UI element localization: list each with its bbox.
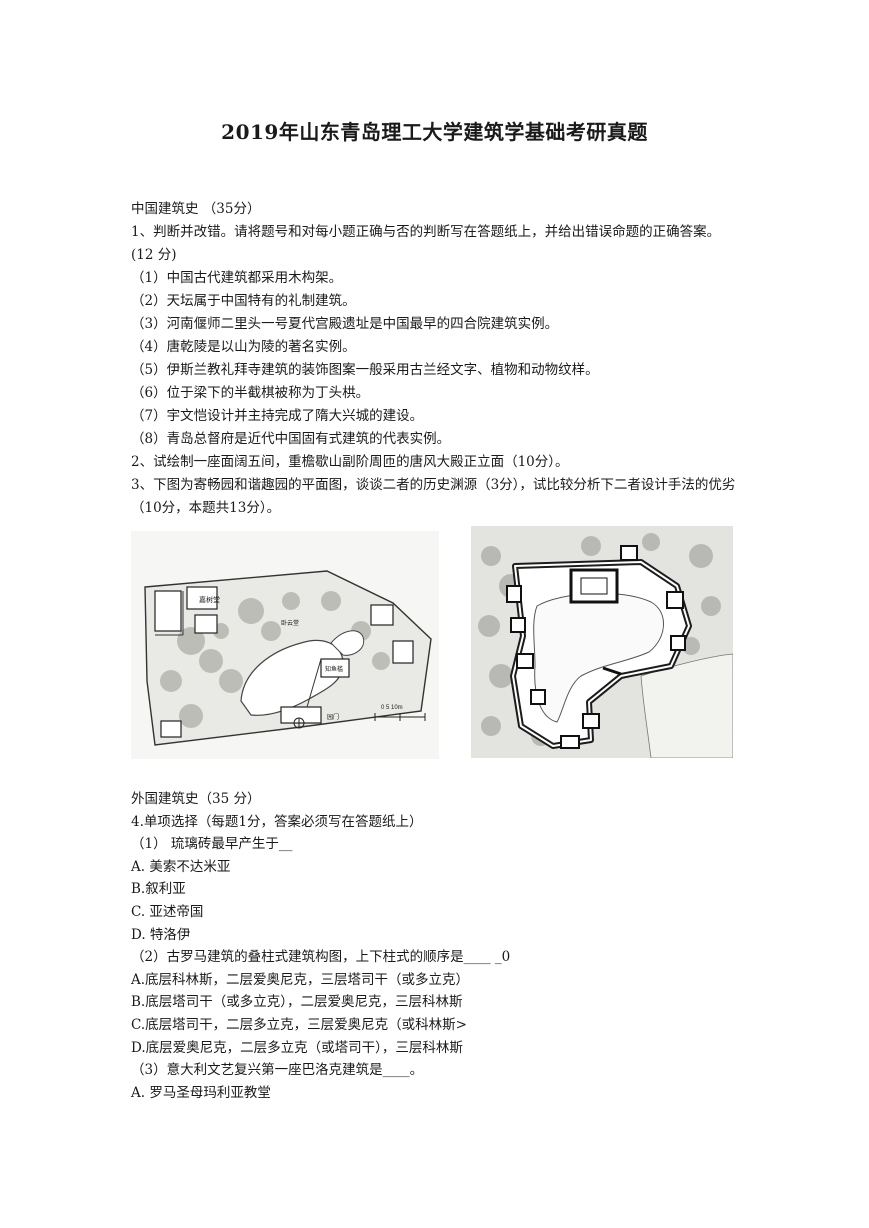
list-item: （3）河南偃师二里头一号夏代宫殿遗址是中国最早的四合院建筑实例。	[131, 316, 559, 332]
list-item: （2）天坛属于中国特有的礼制建筑。	[131, 293, 356, 309]
list-item: B.叙利亚	[131, 881, 186, 898]
section-heading: 中国建筑史 （35分）	[131, 201, 261, 217]
list-item: （6）位于梁下的半截棋被称为丁头栱。	[131, 385, 370, 401]
figure-label: 嘉树堂	[199, 595, 220, 604]
garden-plan-drawing-right	[471, 526, 734, 759]
figure-label: 知鱼槛	[325, 665, 343, 673]
list-item: （4）唐乾陵是以山为陵的著名实例。	[131, 339, 356, 355]
list-item: A.底层科林斯，二层爱奥尼克，三层塔司干（或多立克）	[131, 971, 470, 988]
jichang-garden-plan-image: 嘉树堂 卧云堂 知鱼槛 园门 0 5 10m	[131, 531, 439, 759]
figure-label: 卧云堂	[281, 619, 299, 627]
list-item: D.底层爱奥尼克，二层多立克（或塔司干），三层科林斯	[131, 1039, 463, 1056]
question-1-stem: 1、判断并改错。请将题号和对每小题正确与否的判断写在答题纸上，并给出错误命题的正…	[131, 224, 721, 263]
list-item: （3）意大利文艺复兴第一座巴洛克建筑是____。	[131, 1062, 424, 1079]
list-item: C. 亚述帝国	[131, 903, 204, 920]
list-item: （1） 琉璃砖最早产生于__	[131, 836, 293, 853]
list-item: （2）古罗马建筑的叠柱式建筑构图，上下柱式的顺序是____ _0	[131, 949, 511, 966]
garden-plan-drawing-left: 嘉树堂 卧云堂 知鱼槛 园门 0 5 10m	[131, 531, 439, 759]
xiequ-garden-plan-image	[471, 526, 734, 759]
list-item: A. 罗马圣母玛利亚教堂	[131, 1084, 271, 1101]
list-item: B.底层塔司干（或多立克），二层爱奥尼克，三层科林斯	[131, 994, 463, 1011]
list-item: D. 特洛伊	[131, 926, 191, 943]
question-2: 2、试绘制一座面阔五间，重檐歇山副阶周匝的唐风大殿正立面（10分）。	[131, 454, 569, 470]
page-title: 2019年山东青岛理工大学建筑学基础考研真题	[221, 120, 648, 144]
section-heading: 外国建筑史（35 分）	[131, 791, 261, 807]
list-item: A. 美索不达米亚	[131, 858, 231, 875]
list-item: （1）中国古代建筑都采用木构架。	[131, 270, 343, 286]
figure-label: 园门	[327, 713, 339, 721]
section-foreign-architecture-history: 外国建筑史（35 分） 4.单项选择（每题1分，答案必须写在答题纸上） （1） …	[131, 788, 741, 1104]
list-item: （7）宇文恺设计并主持完成了隋大兴城的建设。	[131, 408, 424, 424]
section-chinese-architecture-history: 中国建筑史 （35分） 1、判断并改错。请将题号和对每小题正确与否的判断写在答题…	[131, 198, 741, 520]
list-item: （5）伊斯兰教礼拜寺建筑的装饰图案一般采用古兰经文字、植物和动物纹样。	[131, 362, 599, 378]
question-4-stem: 4.单项选择（每题1分，答案必须写在答题纸上）	[131, 813, 423, 830]
list-item: C.底层塔司干，二层多立克，三层爱奥尼克（或科林斯>	[131, 1016, 467, 1033]
list-item: （8）青岛总督府是近代中国固有式建筑的代表实例。	[131, 431, 451, 447]
figure-label: 0 5 10m	[381, 705, 403, 711]
garden-plan-figures: 嘉树堂 卧云堂 知鱼槛 园门 0 5 10m	[131, 526, 741, 766]
question-3: 3、下图为寄畅园和谐趣园的平面图，谈谈二者的历史渊源（3分），试比较分析下二者设…	[131, 477, 736, 516]
